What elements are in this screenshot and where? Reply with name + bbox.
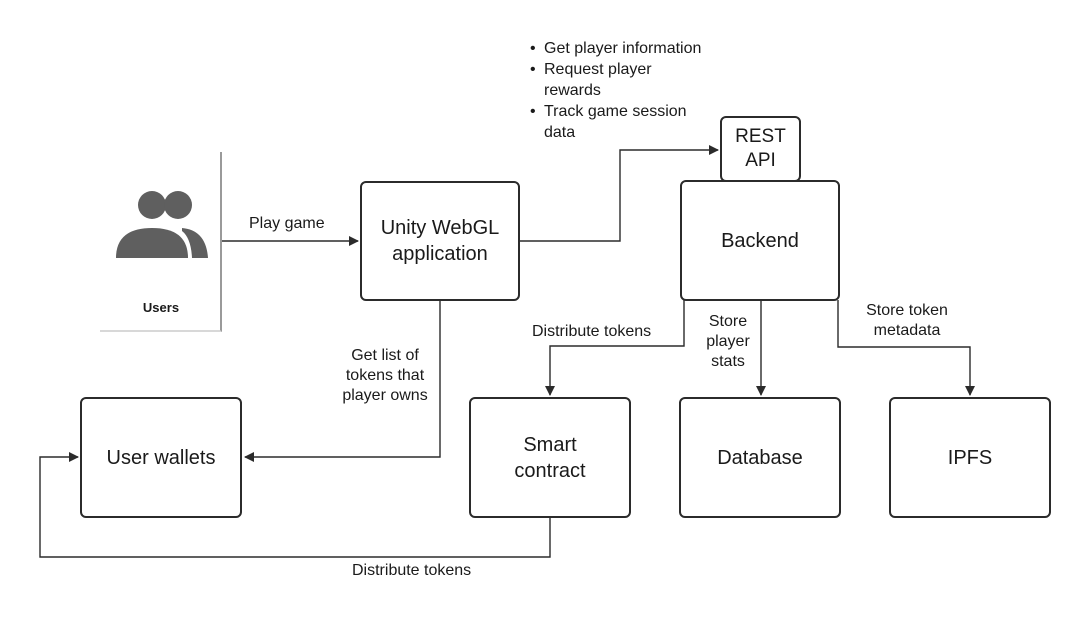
- rest-api-box: REST API: [720, 116, 801, 182]
- store-token-metadata-label: Store token metadata: [866, 302, 948, 339]
- edge-backend-to-ipfs: [837, 300, 975, 396]
- distribute-tokens-bottom-label: Distribute tokens: [352, 562, 472, 579]
- backend-label: Backend: [721, 229, 799, 252]
- play-game-label: Play game: [249, 215, 325, 232]
- api-note-item: Request player rewards: [530, 59, 734, 101]
- api-note-item: Track game session data: [530, 101, 734, 143]
- edge-unity-to-wallets: [244, 300, 441, 462]
- edge-backend-to-contract: [545, 300, 685, 396]
- unity-webgl-app-label: Unity WebGL application: [380, 217, 500, 265]
- distribute-tokens-backend-label: Distribute tokens: [532, 323, 652, 340]
- users-group-icon: [116, 191, 208, 258]
- ipfs-label: IPFS: [947, 446, 993, 469]
- api-notes-list: Get player information Request player re…: [530, 38, 734, 143]
- user-wallets-box: User wallets: [80, 397, 242, 518]
- user-wallets-label: User wallets: [106, 446, 216, 469]
- rest-api-label: REST API: [735, 126, 786, 171]
- database-box: Database: [679, 397, 841, 518]
- database-label: Database: [717, 446, 803, 469]
- unity-webgl-app-box: Unity WebGL application: [360, 181, 520, 301]
- smart-contract-box: Smart contract: [469, 397, 631, 518]
- edge-unity-to-rest-api: [520, 145, 719, 242]
- api-note-item: Get player information: [530, 38, 734, 59]
- users-label: Users: [142, 300, 180, 315]
- get-tokens-label: Get list of tokens that player owns: [342, 347, 428, 404]
- smart-contract-label: Smart contract: [514, 433, 586, 482]
- store-player-stats-label: Store player stats: [706, 313, 750, 370]
- edge-contract-to-wallets: [39, 452, 551, 558]
- users-actor: Users: [100, 152, 222, 332]
- ipfs-box: IPFS: [889, 397, 1051, 518]
- backend-box: Backend: [680, 180, 840, 301]
